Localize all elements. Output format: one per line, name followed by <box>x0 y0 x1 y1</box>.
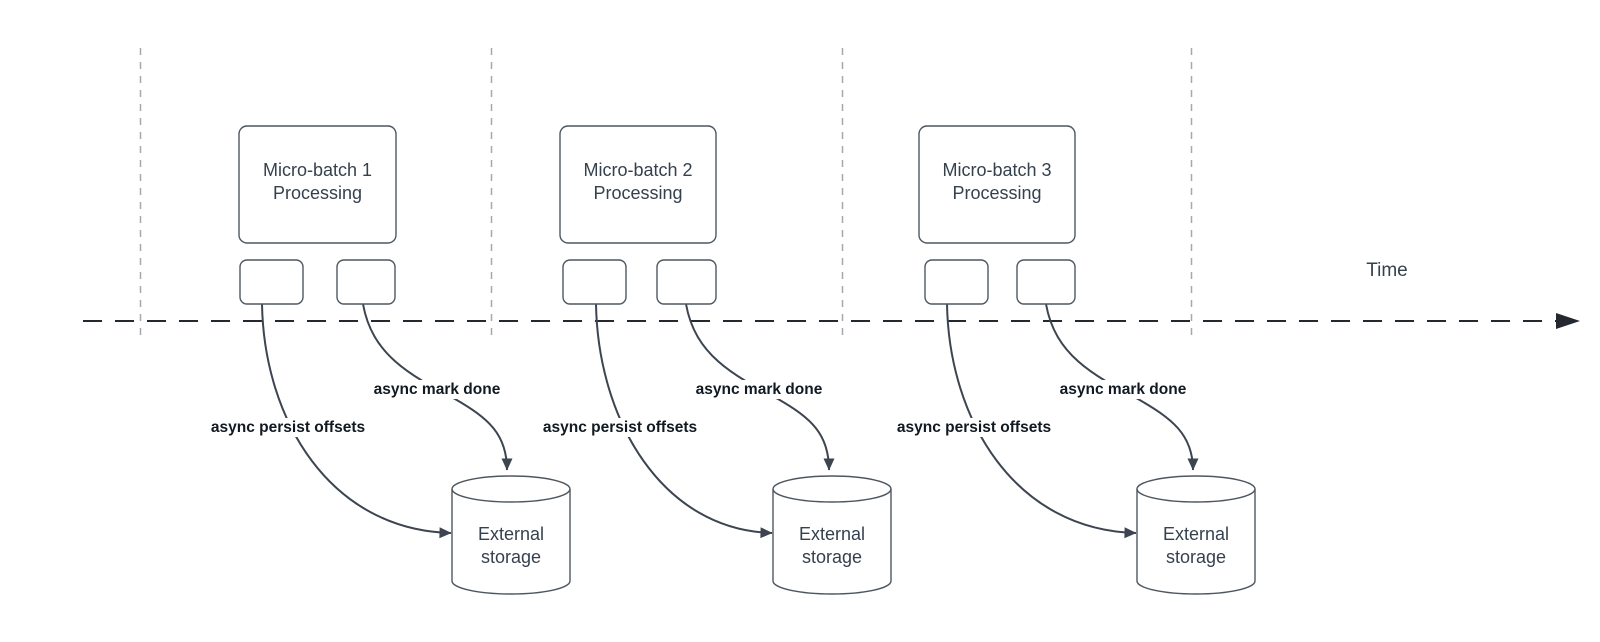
micro-batch-2-mark-done-task-box <box>656 259 717 305</box>
micro-batch-2-group: Micro-batch 2 Processing External storag… <box>532 125 892 595</box>
micro-batch-3-persist-offsets-arrow <box>946 303 1137 539</box>
micro-batch-2-persist-task-box <box>562 259 627 305</box>
time-axis-arrowhead-icon <box>1556 313 1580 329</box>
external-storage-label-line2: storage <box>481 547 541 567</box>
micro-batch-3-mark-done-label: async mark done <box>1060 381 1187 398</box>
cylinder-top-arc <box>451 488 571 503</box>
micro-batch-1-external-storage-cylinder: External storage <box>451 475 571 595</box>
external-storage-label-line1: External <box>478 524 544 544</box>
micro-batch-1-persist-offsets-label: async persist offsets <box>211 419 365 436</box>
micro-batch-3-persist-offsets-label: async persist offsets <box>897 419 1051 436</box>
micro-batch-1-persist-task-box <box>239 259 304 305</box>
time-axis-label: Time <box>1366 260 1408 281</box>
time-axis: Time <box>83 260 1580 329</box>
persist-label-background <box>200 418 376 437</box>
micro-batch-1-title-line1: Micro-batch 1 <box>263 160 372 180</box>
micro-batch-1-title-line2: Processing <box>273 183 362 203</box>
external-storage-label-line1: External <box>1163 524 1229 544</box>
external-storage-label-line1: External <box>799 524 865 544</box>
micro-batch-3-processing-box <box>918 125 1076 244</box>
external-storage-label-line2: storage <box>802 547 862 567</box>
cylinder-body <box>772 475 892 595</box>
micro-batch-1-processing-box <box>238 125 397 244</box>
micro-batch-2-title-line1: Micro-batch 2 <box>583 160 692 180</box>
time-guides <box>139 48 1193 337</box>
micro-batch-3-title-line2: Processing <box>952 183 1041 203</box>
persist-label-background <box>532 418 708 437</box>
micro-batch-1-persist-offsets-arrow <box>261 303 452 539</box>
cylinder-body <box>1136 475 1256 595</box>
cylinder-body <box>451 475 571 595</box>
micro-batch-3-group: Micro-batch 3 Processing External storag… <box>886 125 1256 595</box>
micro-batch-3-external-storage-cylinder: External storage <box>1136 475 1256 595</box>
cylinder-top-arc <box>772 488 892 503</box>
micro-batch-1-mark-done-label: async mark done <box>374 381 501 398</box>
mark-done-label-background <box>685 380 833 399</box>
external-storage-label-line2: storage <box>1166 547 1226 567</box>
micro-batch-3-persist-task-box <box>924 259 989 305</box>
micro-batch-1-mark-done-task-box <box>336 259 396 305</box>
micro-batch-1-group: Micro-batch 1 Processing External storag… <box>200 125 571 595</box>
cylinder-top-arc <box>1136 488 1256 503</box>
mark-done-label-background <box>1049 380 1197 399</box>
micro-batch-2-persist-offsets-label: async persist offsets <box>543 419 697 436</box>
micro-batch-2-processing-box <box>559 125 717 244</box>
micro-batch-2-persist-offsets-arrow <box>595 303 773 539</box>
mark-done-label-background <box>363 380 511 399</box>
micro-batch-2-mark-done-label: async mark done <box>696 381 823 398</box>
micro-batch-3-mark-done-task-box <box>1016 259 1076 305</box>
micro-batch-3-title-line1: Micro-batch 3 <box>942 160 1051 180</box>
micro-batch-2-title-line2: Processing <box>593 183 682 203</box>
persist-label-background <box>886 418 1062 437</box>
micro-batch-2-external-storage-cylinder: External storage <box>772 475 892 595</box>
